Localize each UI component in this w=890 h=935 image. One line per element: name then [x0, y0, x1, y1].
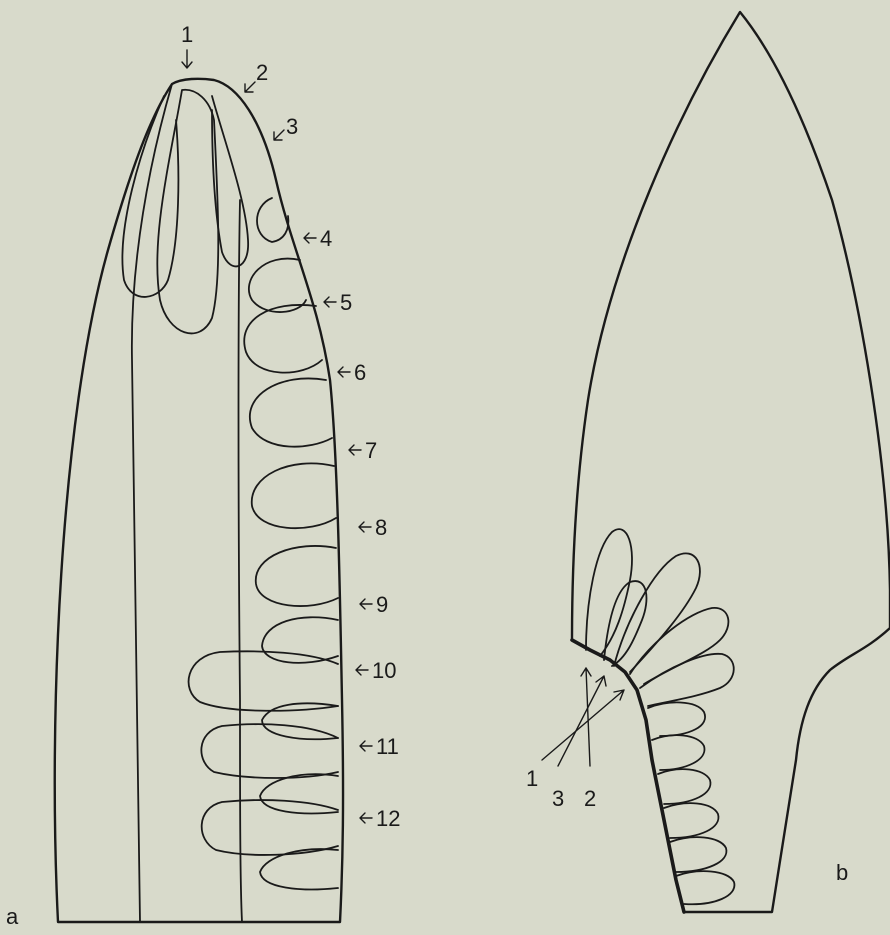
panel-a-label-3: 3: [286, 114, 298, 139]
panel-a-scar-6: [244, 305, 322, 373]
panel-b-scar-f: [648, 702, 705, 736]
panel-b-scar-c: [614, 553, 700, 672]
panel-a-letter: a: [6, 904, 19, 929]
panel-b-scar-i: [664, 803, 718, 838]
panel-a-scar-9b: [262, 617, 338, 663]
panel-b-retouched-edge: [572, 640, 684, 912]
panel-a-ridge-left: [132, 84, 172, 922]
panel-b-scar-k: [676, 871, 734, 904]
panel-a-scar-9: [256, 546, 338, 606]
panel-a-scar-10: [189, 651, 338, 710]
panel-a-scar-8: [252, 463, 336, 528]
panel-b-outline: [572, 12, 890, 912]
panel-b-scar-labels: 1 3 2 b: [526, 766, 848, 885]
panel-b-arrows: [542, 668, 624, 766]
panel-b-scar-h: [658, 769, 710, 804]
panel-a-label-1: 1: [181, 22, 193, 47]
panel-b-letter: b: [836, 860, 848, 885]
panel-a-scar-5: [249, 259, 306, 312]
panel-b-point: [542, 12, 890, 912]
panel-b-scar-j: [670, 837, 726, 872]
panel-a-label-9: 9: [376, 592, 388, 617]
panel-b-label-2: 2: [584, 786, 596, 811]
panel-a-ridge-right: [239, 200, 243, 922]
panel-b-scar-a: [586, 529, 632, 656]
panel-a-label-11: 11: [376, 734, 399, 759]
panel-a-label-8: 8: [375, 515, 387, 540]
panel-a-scar-7: [250, 378, 332, 446]
panel-a-label-12: 12: [376, 806, 400, 831]
panel-a-label-5: 5: [340, 290, 352, 315]
panel-a-point: [55, 50, 372, 922]
panel-a-label-2: 2: [256, 60, 268, 85]
panel-b-scar-b: [604, 581, 646, 666]
panel-a-label-10: 10: [372, 658, 396, 683]
panel-b-label-1: 1: [526, 766, 538, 791]
panel-a-label-6: 6: [354, 360, 366, 385]
panel-b-label-3: 3: [552, 786, 564, 811]
panel-b-scar-e: [640, 654, 734, 706]
panel-a-scar-12: [202, 800, 338, 855]
panel-a-label-4: 4: [320, 226, 332, 251]
panel-a-label-7: 7: [365, 438, 377, 463]
panel-b-scar-g: [652, 735, 704, 770]
panel-a-flute-1: [157, 90, 218, 334]
panel-a-scar-11b: [260, 774, 338, 813]
panel-a-scar-4: [257, 198, 288, 242]
panel-a-scar-11: [201, 724, 338, 778]
panel-a-scar-labels: 1 2 3 4 5 6 7 8 9 10 11 12 a: [6, 22, 400, 929]
panel-b-scar-d: [630, 608, 728, 684]
panel-a-outline: [55, 79, 343, 922]
